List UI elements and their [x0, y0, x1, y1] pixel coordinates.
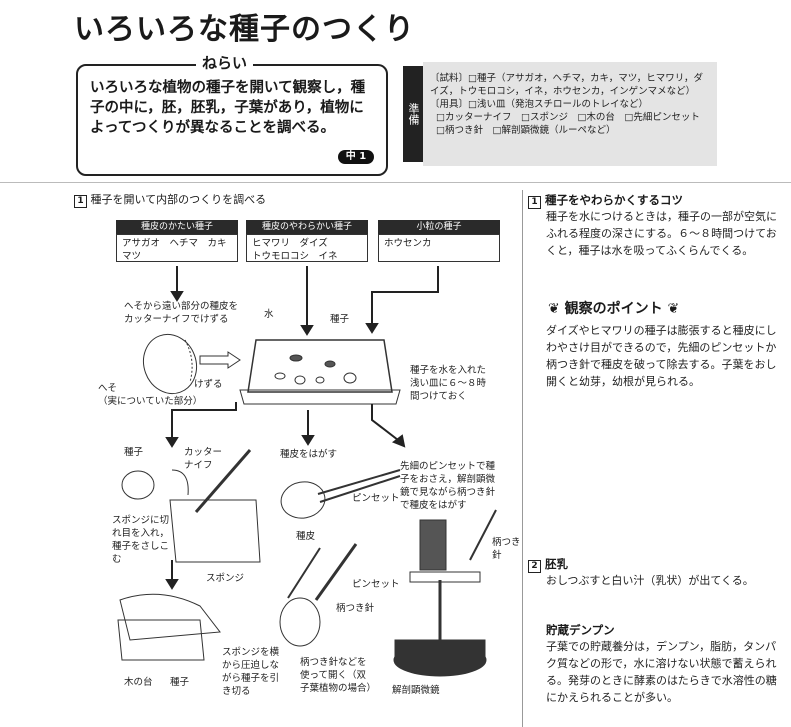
tray [247, 339, 393, 393]
tip-1-title: 種子をやわらかくするコツ [545, 193, 684, 207]
seed-peel [280, 481, 326, 519]
prep-line: イズ，トウモロコシ，イネ，ホウセンカ，インゲンマメなど） [430, 86, 696, 97]
aim-text: いろいろな植物の種子を開いて観察し，種子の中に，胚，胚乳，子葉があり，植物によっ… [90, 80, 366, 136]
point-header: ❦ 観察のポイント ❦ [548, 298, 679, 318]
label-microscope: 解剖顕微鏡 [392, 685, 440, 696]
tip-3-text: 子葉での貯蔵養分は，デンプン，脂肪，タンパク質などの形で，水に溶けない状態で蓄え… [546, 640, 777, 704]
prep-line: □柄つき針 □解剖顕微鏡（ルーペなど） [436, 125, 616, 136]
prep-line: 〔試料〕□種子（アサガオ，ヘチマ，カキ，マツ，ヒマワリ，ダ [430, 73, 703, 84]
sponge [169, 499, 261, 563]
wood-stand [117, 619, 205, 661]
seed-small [121, 470, 155, 500]
label-tweezers: ピンセット [352, 493, 400, 504]
prep-box [423, 62, 717, 166]
seed-in-tray [294, 375, 306, 385]
label-tweezers-2: ピンセット [352, 579, 400, 590]
seed-group-items: ヒマワリ ダイズ トウモロコシ イネ [246, 234, 368, 262]
aim-heading: ねらい [196, 52, 254, 73]
cutter-knife [194, 449, 252, 513]
microscope-stage [409, 571, 481, 583]
tip-2-text: おしつぶすと白い汁（乳状）が出てくる。 [546, 574, 754, 587]
prep-label: 準備 [403, 66, 423, 162]
prep-line: □カッターナイフ □スポンジ □木の台 □先細ピンセット [436, 112, 700, 123]
label-needle-2: 柄つき針 [336, 603, 375, 614]
tip-2-header: 2 胚乳 [528, 556, 568, 573]
hand [119, 593, 221, 641]
label-open-note: 柄つき針などを 使って開く（双 子葉植物の場合） [300, 657, 377, 694]
label-seed-3: 種子 [170, 677, 190, 688]
label-peel: 種皮をはがす [280, 449, 338, 460]
needle [314, 543, 358, 601]
arrow-head-1 [170, 291, 184, 302]
point-text: ダイズやヒマワリの種子は膨張すると種皮にしわやさけ目ができるので，先細のピンセッ… [546, 324, 777, 388]
arrow-to-cut [171, 402, 237, 440]
seed-in-tray [343, 372, 357, 384]
grade-badge: 中 1 [338, 150, 374, 164]
seed-group-items: アサガオ ヘチマ カキ マツ [116, 234, 238, 262]
prep-line: 〔用具〕□浅い皿（発泡スチロールのトレイなど） [430, 99, 648, 110]
seed-group-header: 種皮のやわらかい種子 [246, 220, 368, 234]
arrow-to-micro [371, 404, 399, 441]
needle-micro [469, 509, 497, 561]
label-needle: 柄つき 針 [492, 537, 521, 561]
point-title: 観察のポイント [564, 301, 663, 317]
seed-group-items: ホウセンカ [378, 234, 500, 262]
section-number: 2 [528, 560, 541, 573]
arrow-head-2 [300, 325, 314, 336]
divider [0, 182, 791, 183]
label-cut-note: へそから遠い部分の種皮を カッターナイフでけずる [124, 301, 239, 325]
hollow-arrow [199, 351, 241, 369]
seed-in-tray [315, 376, 325, 384]
label-soak: 種子を水を入れた 浅い皿に６～８時 間つけておく [410, 365, 487, 402]
label-water: 水 [264, 309, 274, 320]
seed-open [279, 597, 321, 647]
cut-line [184, 339, 193, 383]
section-number: 1 [74, 195, 87, 208]
tip-2-title: 胚乳 [545, 557, 569, 571]
label-seedcoat: 種皮 [296, 531, 316, 542]
arrow-head-3 [365, 323, 379, 334]
label-kezuru: けずる [194, 379, 223, 390]
seed-drawing [143, 333, 197, 395]
leader [171, 469, 189, 496]
label-sponge: スポンジ [206, 573, 245, 584]
seed-in-tray [274, 372, 286, 380]
label-heso: へそ （実についていた部分） [98, 383, 203, 407]
microscope-head [419, 519, 447, 571]
arrow-bend-3 [371, 266, 439, 326]
seed-in-tray [289, 354, 303, 362]
tip-1-text: 種子を水につけるときは，種子の一部が空気にふれる程度の深さにする。６～８時間つけ… [546, 210, 777, 257]
label-seed: 種子 [330, 314, 350, 325]
seed-in-tray [324, 360, 336, 368]
label-cutter: カッター ナイフ [184, 447, 223, 471]
label-press-note: スポンジを横 から圧迫しな がら種子を引 き切る [222, 647, 280, 697]
label-sponge-note: スポンジに切 れ目を入れ， 種子をさしこ む [112, 515, 170, 565]
leaf-icon: ❦ [548, 301, 560, 317]
label-seed-2: 種子 [124, 447, 144, 458]
tweezers [317, 469, 401, 495]
label-tweezers-note: 先細のピンセットで種 子をおさえ，解剖顕微 鏡で見ながら柄つき針 で種皮をはがす [400, 461, 496, 511]
label-stand: 木の台 [124, 677, 153, 688]
section-title: 種子を開いて内部のつくりを調べる [90, 193, 267, 206]
tip-1-header: 1 種子をやわらかくするコツ [528, 192, 683, 209]
leaf-icon: ❦ [667, 301, 680, 317]
tip-3-header: 貯蔵デンプン [546, 623, 615, 637]
column-divider [522, 190, 523, 727]
tray-base [239, 389, 401, 405]
seed-group-header: 小粒の種子 [378, 220, 500, 234]
page-title: いろいろな種子のつくり [74, 12, 415, 47]
section-number: 1 [528, 196, 541, 209]
seed-group-header: 種皮のかたい種子 [116, 220, 238, 234]
section-1-header: 1 種子を開いて内部のつくりを調べる [74, 191, 266, 208]
